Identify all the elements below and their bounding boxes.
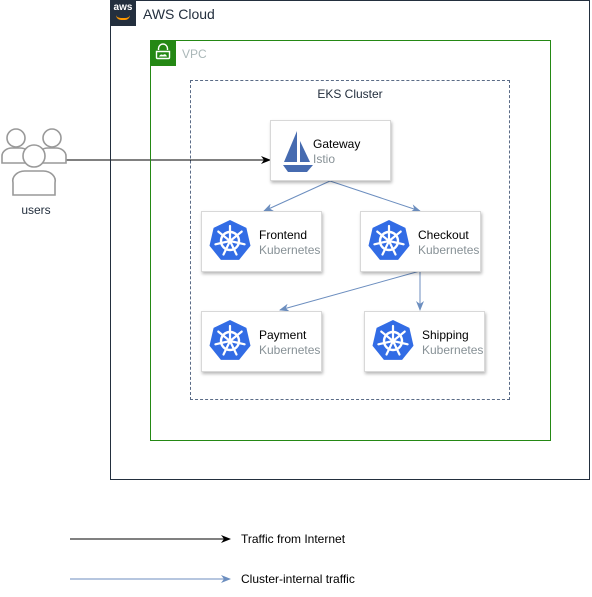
aws-cloud-group <box>110 0 590 480</box>
aws-logo-text: aws <box>113 2 133 13</box>
vpc-group <box>150 40 551 441</box>
payment-subtitle: Kubernetes <box>259 343 321 357</box>
shipping-title: Shipping <box>422 328 469 342</box>
eks-cluster-group <box>190 80 510 400</box>
checkout-node[interactable]: Checkout Kubernetes <box>360 211 481 272</box>
edge-gateway-frontend <box>263 180 331 212</box>
payment-node[interactable]: Payment Kubernetes <box>201 311 322 372</box>
edge-checkout-payment <box>279 270 421 312</box>
gateway-subtitle: Istio <box>313 152 336 166</box>
kubernetes-helm-icon <box>367 219 411 263</box>
users-label: users <box>21 203 51 217</box>
kubernetes-helm-icon <box>208 219 252 263</box>
gateway-node[interactable]: Gateway Istio <box>270 120 391 181</box>
istio-sail-icon <box>277 128 321 172</box>
shipping-node[interactable]: Shipping Kubernetes <box>364 311 485 372</box>
checkout-title: Checkout <box>418 228 469 242</box>
users-icon <box>0 125 72 197</box>
gateway-title: Gateway <box>313 137 361 151</box>
legend-internal-label: Cluster-internal traffic <box>241 572 355 586</box>
aws-cloud-label: AWS Cloud <box>143 6 215 22</box>
frontend-subtitle: Kubernetes <box>259 243 321 257</box>
legend-internet-label: Traffic from Internet <box>241 532 346 546</box>
kubernetes-helm-icon <box>208 319 252 363</box>
kubernetes-helm-icon <box>371 319 415 363</box>
payment-title: Payment <box>259 328 307 342</box>
aws-logo-icon: aws <box>110 0 136 26</box>
checkout-subtitle: Kubernetes <box>418 243 480 257</box>
frontend-node[interactable]: Frontend Kubernetes <box>201 211 322 272</box>
shipping-subtitle: Kubernetes <box>422 343 484 357</box>
vpc-lock-icon <box>150 40 176 66</box>
vpc-label: VPC <box>182 47 207 61</box>
frontend-title: Frontend <box>259 228 308 242</box>
edge-gateway-checkout <box>329 180 421 212</box>
eks-cluster-label: EKS Cluster <box>317 87 383 101</box>
